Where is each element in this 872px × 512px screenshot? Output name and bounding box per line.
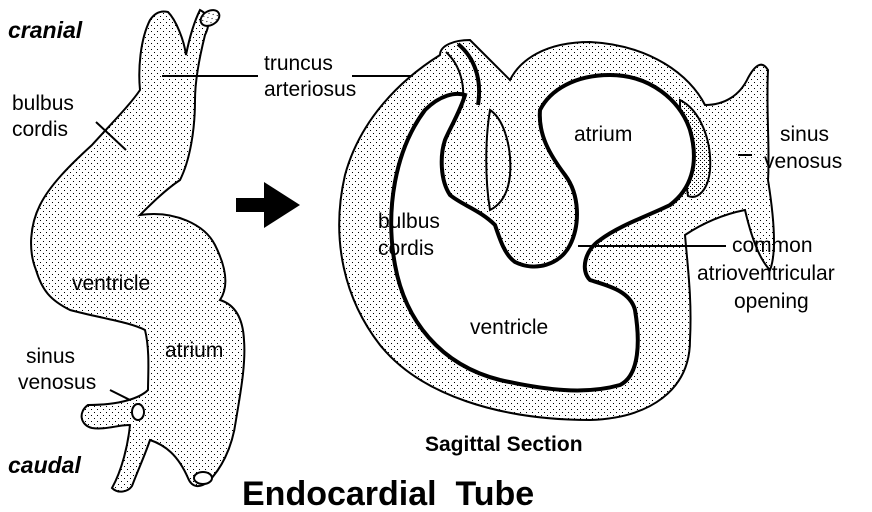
truncus-label-1: truncus [264,52,333,75]
caudal-label: caudal [8,452,81,478]
right-sinus-label-2: venosus [764,150,842,173]
right-atrium-label: atrium [574,123,632,146]
left-atrium-label: atrium [165,339,223,362]
right-bulbus-label-1: bulbus [378,210,440,233]
left-inflow-opening [194,472,212,484]
right-sinus-label-1: sinus [780,123,829,146]
left-sinus-leader [110,390,130,400]
left-bulbus-label-2: cordis [12,118,68,141]
cranial-label: cranial [8,17,83,43]
left-heart-tube [31,7,244,492]
left-sinus-opening [132,404,144,420]
right-bulbus-label-2: cordis [378,237,434,260]
left-sinus-label-1: sinus [26,345,75,368]
truncus-label-2: arteriosus [264,78,356,101]
sagittal-section-subtitle: Sagittal Section [425,433,583,456]
left-bulbus-label-1: bulbus [12,92,74,115]
av-opening-label-1: common [732,234,813,257]
right-ventricle-label: ventricle [470,316,548,339]
left-ventricle-label: ventricle [72,272,150,295]
figure-title: Endocardial Tube [242,475,534,512]
right-arrow-icon [236,182,300,228]
av-opening-label-2: atrioventricular [697,262,835,285]
left-sinus-label-2: venosus [18,371,96,394]
av-opening-label-3: opening [734,290,809,313]
